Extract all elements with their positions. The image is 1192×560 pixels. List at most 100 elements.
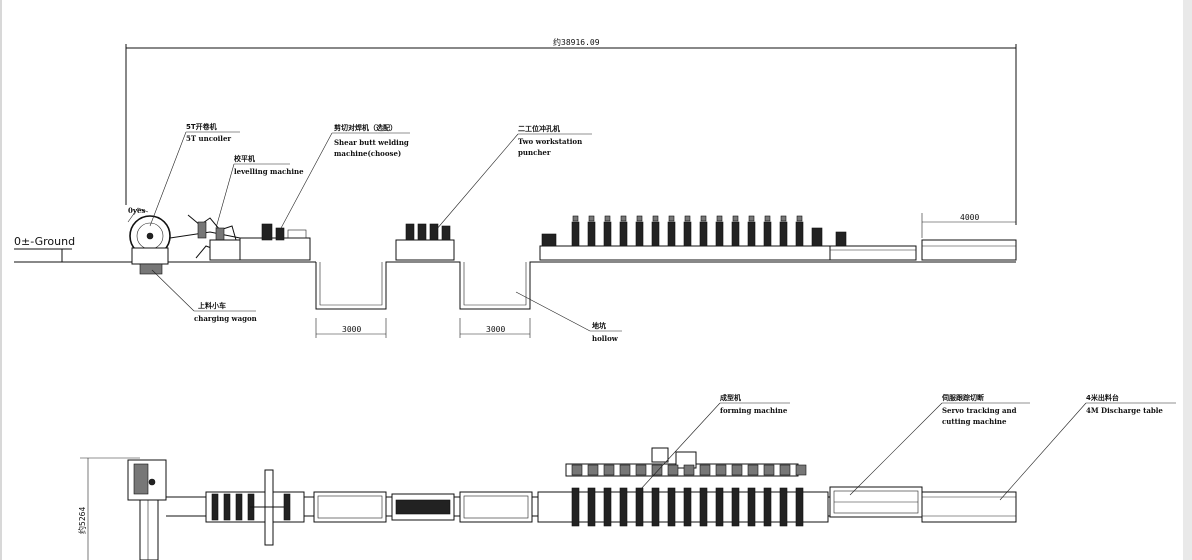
roll-stand-top	[572, 215, 579, 222]
sheet-left-edge	[0, 0, 2, 560]
svg-text:cutting machine: cutting machine	[942, 417, 1007, 426]
roll-stand-top	[668, 215, 675, 222]
callout-servo: 伺服跟踪切断 Servo tracking and cutting machin…	[849, 393, 1030, 496]
roll-stand-elevation	[619, 221, 628, 247]
gearbox-plan	[683, 464, 695, 476]
svg-text:上料小车: 上料小车	[198, 301, 226, 310]
levelling-plan	[205, 469, 305, 546]
roll-stand-plan	[571, 487, 580, 527]
gearbox-plan	[619, 464, 631, 476]
roll-stand-elevation	[651, 221, 660, 247]
svg-text:levelling machine: levelling machine	[234, 167, 304, 176]
roll-stand-top	[652, 215, 659, 222]
gearbox-plan	[715, 464, 727, 476]
roll-stand-plan	[763, 487, 772, 527]
shear-butt-welding-machine	[239, 223, 311, 261]
roll-stand-plan	[715, 487, 724, 527]
svg-text:4M Discharge table: 4M Discharge table	[1086, 406, 1163, 415]
gearbox-plan	[763, 464, 775, 476]
svg-text:剪切对焊机（选配）: 剪切对焊机（选配）	[334, 123, 397, 132]
roll-stand-top	[604, 215, 611, 222]
roll-stand-elevation	[635, 221, 644, 247]
gearbox-plan	[731, 464, 743, 476]
roll-stand-elevation	[795, 221, 804, 247]
roll-stand-elevation	[587, 221, 596, 247]
gearbox-plan	[571, 464, 583, 476]
svg-text:成型机: 成型机	[720, 393, 741, 402]
roll-stand-plan	[587, 487, 596, 527]
roll-stand-elevation	[571, 221, 580, 247]
roll-stand-plan	[683, 487, 692, 527]
roll-stand-elevation	[603, 221, 612, 247]
gearbox-plan	[699, 464, 711, 476]
roll-stand-top	[764, 215, 771, 222]
servo-cutting-elevation	[829, 245, 917, 261]
gearbox-plan	[779, 464, 791, 476]
roll-stand-elevation	[715, 221, 724, 247]
two-workstation-puncher	[395, 223, 455, 261]
svg-text:hollow: hollow	[592, 334, 619, 343]
svg-text:5T开卷机: 5T开卷机	[186, 122, 217, 131]
svg-text:地坑: 地坑	[592, 321, 606, 330]
roll-stand-elevation	[747, 221, 756, 247]
roll-stand-top	[748, 215, 755, 222]
roll-stand-top	[780, 215, 787, 222]
svg-text:machine(choose): machine(choose)	[334, 149, 401, 158]
roll-stand-plan	[635, 487, 644, 527]
gearbox-plan	[587, 464, 599, 476]
roll-stand-elevation	[779, 221, 788, 247]
svg-text:0yes: 0yes	[128, 206, 145, 215]
svg-text:puncher: puncher	[518, 148, 551, 157]
pit-plan	[313, 491, 533, 523]
svg-text:校平机: 校平机	[234, 154, 255, 163]
forming-machine-elevation	[539, 215, 847, 261]
callout-puncher: 二工位冲孔机 Two workstation puncher	[435, 124, 592, 231]
roll-stand-elevation	[763, 221, 772, 247]
plan-width-dimension: 约5264	[77, 457, 140, 560]
servo-cutting-plan	[829, 486, 923, 518]
roll-stand-top	[796, 215, 803, 222]
svg-text:5T uncoiler: 5T uncoiler	[186, 134, 231, 143]
roll-stand-plan	[651, 487, 660, 527]
callout-hollow: 地坑 hollow	[515, 291, 622, 343]
svg-text:Two workstation: Two workstation	[518, 137, 582, 146]
roll-stand-plan	[667, 487, 676, 527]
roll-stand-top	[620, 215, 627, 222]
uncoiler-plan	[127, 459, 167, 560]
forming-machine-plan	[537, 447, 829, 527]
gearbox-plan	[635, 464, 647, 476]
roll-stand-top	[636, 215, 643, 222]
gearbox-plan	[795, 464, 807, 476]
callout-welding: 剪切对焊机（选配） Shear butt welding machine(cho…	[279, 123, 410, 231]
pit-1-width: 3000	[342, 325, 361, 334]
roll-stand-elevation	[699, 221, 708, 247]
gearbox-plan	[603, 464, 615, 476]
roll-stand-top	[684, 215, 691, 222]
sheet-right-edge	[1183, 0, 1192, 560]
roll-stand-plan	[619, 487, 628, 527]
ground-label: 0±-Ground	[14, 235, 75, 248]
puncher-plan	[391, 493, 455, 521]
pit-2-width: 3000	[486, 325, 505, 334]
roll-stand-elevation	[731, 221, 740, 247]
roll-stand-top	[732, 215, 739, 222]
roll-stand-plan	[603, 487, 612, 527]
roll-stand-plan	[779, 487, 788, 527]
gearbox-plan	[747, 464, 759, 476]
gearbox-plan	[651, 464, 663, 476]
roll-stand-plan	[795, 487, 804, 527]
svg-text:forming machine: forming machine	[720, 406, 788, 415]
discharge-length-label: 4000	[960, 213, 979, 222]
roll-stand-top	[716, 215, 723, 222]
roll-stand-elevation	[683, 221, 692, 247]
svg-text:charging wagon: charging wagon	[194, 314, 257, 323]
roll-stand-elevation	[667, 221, 676, 247]
svg-text:伺服跟踪切断: 伺服跟踪切断	[941, 393, 984, 402]
roll-stand-plan	[699, 487, 708, 527]
roll-stand-top	[700, 215, 707, 222]
overall-dimension: 约38916.09	[125, 37, 1017, 225]
overall-length-label: 约38916.09	[553, 37, 600, 47]
svg-text:4米出料台: 4米出料台	[1086, 393, 1119, 402]
levelling-machine	[169, 214, 241, 261]
callout-discharge: 4米出料台 4M Discharge table	[999, 393, 1176, 501]
